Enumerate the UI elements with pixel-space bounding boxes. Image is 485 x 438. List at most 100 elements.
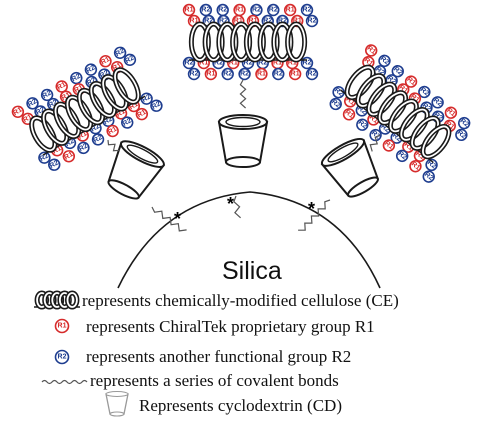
r2-bead: R2 [305, 14, 319, 28]
r1-bead: R1 [382, 139, 396, 152]
r2-bead: R2 [329, 97, 342, 111]
svg-text:R1: R1 [73, 84, 84, 95]
svg-text:R2: R2 [258, 60, 267, 67]
svg-text:R1: R1 [63, 151, 74, 162]
r2-bead: R2 [38, 151, 51, 164]
svg-text:R1: R1 [403, 141, 414, 152]
svg-text:R2: R2 [269, 7, 278, 14]
r1-bead: R1 [11, 105, 25, 118]
svg-text:R2: R2 [392, 66, 403, 77]
svg-text:R1: R1 [56, 81, 67, 92]
svg-text:R1: R1 [60, 91, 71, 102]
svg-text:R1: R1 [190, 18, 199, 25]
svg-text:R1: R1 [405, 76, 416, 87]
r2-bead: R2 [305, 67, 319, 81]
r2-bead: R2 [422, 170, 435, 183]
covalent-linker [151, 206, 187, 232]
r2-bead: R2 [425, 158, 438, 172]
svg-text:R2: R2 [274, 71, 283, 78]
svg-text:R1: R1 [235, 7, 244, 14]
svg-text:R2: R2 [99, 69, 110, 80]
r2-bead: R2 [26, 97, 39, 110]
cyclodextrin-cone [320, 137, 379, 198]
r1-bead: R1 [182, 3, 196, 17]
svg-text:R1: R1 [363, 57, 374, 68]
r2-bead: R2 [457, 116, 471, 130]
r2-bead: R2 [216, 3, 229, 17]
svg-text:R2: R2 [103, 115, 114, 126]
svg-text:R1: R1 [286, 7, 295, 14]
r2-bead: R2 [54, 349, 70, 365]
svg-text:R2: R2 [459, 118, 470, 129]
covalent-linker [239, 79, 247, 109]
covalent-linker [369, 134, 381, 152]
svg-text:R1: R1 [445, 107, 456, 118]
svg-text:R1: R1 [414, 150, 425, 161]
svg-text:R2: R2 [308, 71, 317, 78]
silica-label: Silica [222, 257, 282, 285]
svg-text:R1: R1 [112, 62, 123, 73]
svg-text:R1: R1 [128, 101, 139, 112]
r2-bead: R2 [332, 86, 345, 99]
svg-text:R2: R2 [201, 7, 210, 14]
svg-text:R2: R2 [426, 159, 437, 170]
svg-text:R1: R1 [368, 114, 379, 125]
svg-text:R2: R2 [190, 71, 199, 78]
svg-text:R1: R1 [12, 106, 23, 117]
r1-bead: R1 [62, 150, 76, 163]
r2-bead: R2 [250, 3, 263, 17]
svg-text:R1: R1 [77, 130, 88, 141]
wavy-line-icon [41, 379, 88, 385]
svg-text:R2: R2 [330, 98, 341, 109]
r2-bead: R2 [395, 149, 409, 163]
svg-text:R1: R1 [136, 109, 147, 120]
r1-bead: R1 [342, 108, 356, 121]
r2-bead: R2 [272, 67, 285, 81]
svg-text:R2: R2 [386, 75, 397, 86]
svg-text:R2: R2 [244, 60, 253, 67]
svg-text:R2: R2 [86, 77, 97, 88]
svg-text:R2: R2 [303, 60, 312, 67]
svg-text:R2: R2 [122, 117, 133, 128]
svg-text:R2: R2 [356, 105, 367, 116]
svg-text:R2: R2 [456, 129, 467, 140]
covalent-linker [233, 195, 242, 219]
r1-bead: R1 [288, 67, 302, 81]
r2-bead: R2 [356, 118, 369, 131]
selector-arm-right: R1R2R2R1R2R2R1R2R1R2R2R1R1R2R2R1R2R2R1R2… [298, 44, 471, 231]
svg-text:R1: R1 [249, 18, 258, 25]
r1-bead: R1 [99, 55, 112, 68]
legend-bond: represents a series of covalent bonds [90, 371, 339, 390]
r2-bead: R2 [48, 158, 61, 171]
svg-text:R2: R2 [333, 87, 344, 98]
r1-bead: R1 [135, 107, 149, 121]
svg-text:R1: R1 [229, 60, 238, 67]
svg-text:R2: R2 [252, 7, 261, 14]
r2-bead: R2 [91, 133, 105, 146]
svg-text:R1: R1 [234, 18, 243, 25]
svg-text:R1: R1 [343, 109, 354, 120]
svg-text:R2: R2 [219, 18, 228, 25]
cone-icon [105, 390, 129, 417]
svg-text:R1: R1 [383, 140, 394, 151]
r2-bead: R2 [455, 128, 468, 142]
svg-text:R2: R2 [423, 171, 434, 182]
svg-text:R1: R1 [22, 113, 33, 124]
r1-bead: R1 [444, 106, 458, 119]
legend-r2: represents another functional group R2 [86, 347, 351, 366]
r2-bead: R2 [150, 99, 163, 112]
svg-text:R1: R1 [206, 71, 215, 78]
svg-text:R1: R1 [107, 126, 118, 137]
svg-text:R1: R1 [52, 145, 63, 156]
legend-cellulose: represents chemically-modified cellulose… [82, 291, 399, 310]
r2-bead: R2 [113, 46, 127, 59]
svg-text:R2: R2 [263, 18, 272, 25]
svg-text:R1: R1 [291, 71, 300, 78]
svg-text:R1: R1 [288, 60, 297, 67]
svg-text:R2: R2 [379, 123, 390, 134]
bond-asterisk-center: * [227, 194, 234, 214]
r2-bead: R2 [369, 128, 382, 142]
blue-bead-icon: R2 [54, 349, 70, 365]
covalent-linker [298, 199, 331, 231]
